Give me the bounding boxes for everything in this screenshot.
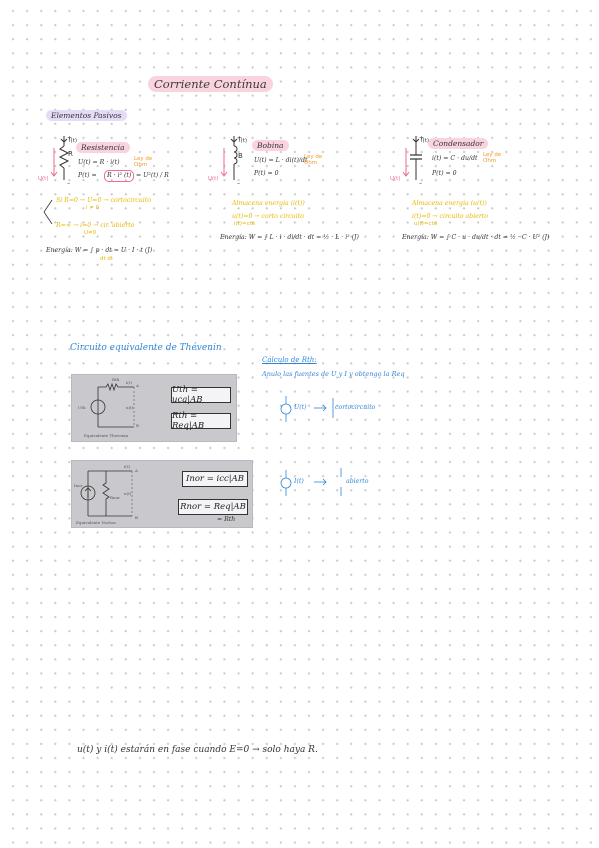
coil-power: P(t) = 0 [254, 170, 279, 177]
arrow-right-icon [314, 478, 327, 486]
calc-title: Cálculo de Rth: [262, 356, 317, 364]
resistor-current: i(t) [69, 138, 77, 144]
norton-eq-note: = Rth [217, 516, 236, 523]
coil-line2: u(t)=0 → corto circuito [232, 213, 304, 220]
resistor-plus: + [67, 135, 73, 142]
coil-plus: + [237, 135, 243, 142]
short-circuit-icon [332, 398, 334, 418]
current-source-icon [280, 470, 292, 496]
norton-figure: Inor Rnor i(t) A u(t) B Equivalente Nort… [71, 460, 253, 528]
coil-symbol [220, 136, 238, 180]
coil-law: U(t) = L · di(t)/dt [254, 157, 308, 164]
resistor-power-suffix: = U²(t) / R [136, 172, 169, 179]
thevenin-a-label: A [136, 383, 139, 388]
norton-b-label: B [135, 515, 138, 520]
resistor-energy: Energía: W = ∫ p · dt = U · I · t (J) [46, 247, 153, 254]
resistor-brace [43, 199, 53, 225]
footer-note: u(t) y i(t) estarán en fase cuando E=0 →… [77, 745, 318, 755]
coil-energy: Energía: W = ∫ L · i · di/dt · dt = ½ · … [220, 234, 359, 241]
calc-item2-result: abierto [346, 478, 369, 485]
calc-text: Anulo las fuentes de U y I y obtengo la … [262, 370, 405, 378]
capacitor-law: i(t) = C · du/dt [432, 155, 478, 162]
resistor-law: U(t) = R · i(t) [78, 159, 120, 166]
capacitor-power: P(t) = 0 [432, 170, 457, 177]
coil-voltage: U(t) [208, 176, 219, 182]
capacitor-law-note: Ley de Ohm [483, 152, 502, 164]
norton-eq-inor: Inor = icc|AB [182, 471, 248, 487]
resistor-energy-sub: dt dt [100, 256, 114, 262]
capacitor-voltage: U(t) [390, 176, 401, 182]
capacitor-energy: Energía: W = ∫ C · u · du/dt · dt = ½ · … [402, 234, 550, 241]
capacitor-line2-sub: u(t)=cte [414, 221, 438, 227]
norton-a-label: A [135, 468, 138, 473]
capacitor-current: i(t) [421, 138, 429, 144]
resistor-power-box: R · i² (t) [104, 170, 135, 182]
thevenin-eq-uth: Uth = uca|AB [171, 385, 231, 405]
norton-ut-label: u(t) [124, 491, 132, 496]
resistor-law-note: Ley de Ohm [134, 156, 153, 168]
calc-item1-src: U(t) [294, 404, 307, 411]
open-circuit-icon [340, 468, 342, 496]
page-title: Corriente Contínua [148, 76, 273, 92]
capacitor-symbol [402, 136, 422, 180]
thevenin-figure: Rth i(t) A u(t) B Uth Equivalente Theven… [71, 374, 237, 442]
arrow-right-icon [314, 404, 327, 412]
resistor-symbol [50, 136, 70, 180]
norton-eq-rnor: Rnor = Req|AB [178, 499, 248, 515]
resistor-power-prefix: P(t) = [78, 172, 97, 179]
resistor-voltage: U(t) [38, 176, 49, 182]
norton-it-label: i(t) [124, 464, 131, 469]
resistor-line1-sub: i ≠ 0 [86, 205, 100, 211]
coil-line2-sub: i(t)=cte [234, 221, 256, 227]
calc-item1-result: cortocircuito [335, 404, 376, 411]
coil-current: i(t) [239, 138, 247, 144]
voltage-source-icon [280, 396, 292, 422]
thevenin-rth-label: Rth [112, 377, 120, 382]
norton-inor-label: Inor [74, 483, 83, 488]
coil-line1: Almacena energía (i(t)) [232, 200, 305, 207]
capacitor-label: Condensador [428, 138, 489, 149]
coil-minus: – [237, 180, 241, 187]
resistor-minus: – [67, 180, 71, 187]
resistor-line2-sub: U≠0 [84, 230, 97, 236]
capacitor-minus: – [419, 180, 423, 187]
coil-b-label: B [238, 152, 243, 160]
calc-item2-src: I(t) [294, 478, 304, 485]
thevenin-b-label: B [136, 423, 139, 428]
section-heading-passive: Elementos Pasivos [46, 110, 127, 121]
thevenin-eq-rth: Rth = Req|AB [171, 411, 231, 431]
thevenin-uth-label: Uth [78, 405, 86, 410]
resistor-line1: Si R=0 → U=0 → cortocircuito [56, 197, 151, 204]
norton-rnor-label: Rnor [110, 495, 120, 500]
thevenin-heading: Circuito equivalente de Thévenin [70, 343, 222, 353]
capacitor-line1: Almacena energía (u(t)) [412, 200, 487, 207]
coil-label: Bobina [252, 140, 289, 151]
coil-law-note: Ley de Ohm [304, 154, 323, 166]
capacitor-line2: i(t)=0 → circuito abierto [412, 213, 489, 220]
thevenin-caption: Equivalente Thevenin [84, 433, 129, 438]
resistor-label: Resistencia [76, 142, 130, 153]
capacitor-plus: + [419, 135, 425, 142]
thevenin-it-label: i(t) [126, 380, 133, 385]
resistor-line2: R=∞ → i=0 → cir. abierto [56, 222, 135, 229]
thevenin-ut-label: u(t) [126, 405, 134, 410]
norton-caption: Equivalente Norton [76, 520, 116, 525]
resistor-r-label: R [68, 150, 73, 158]
